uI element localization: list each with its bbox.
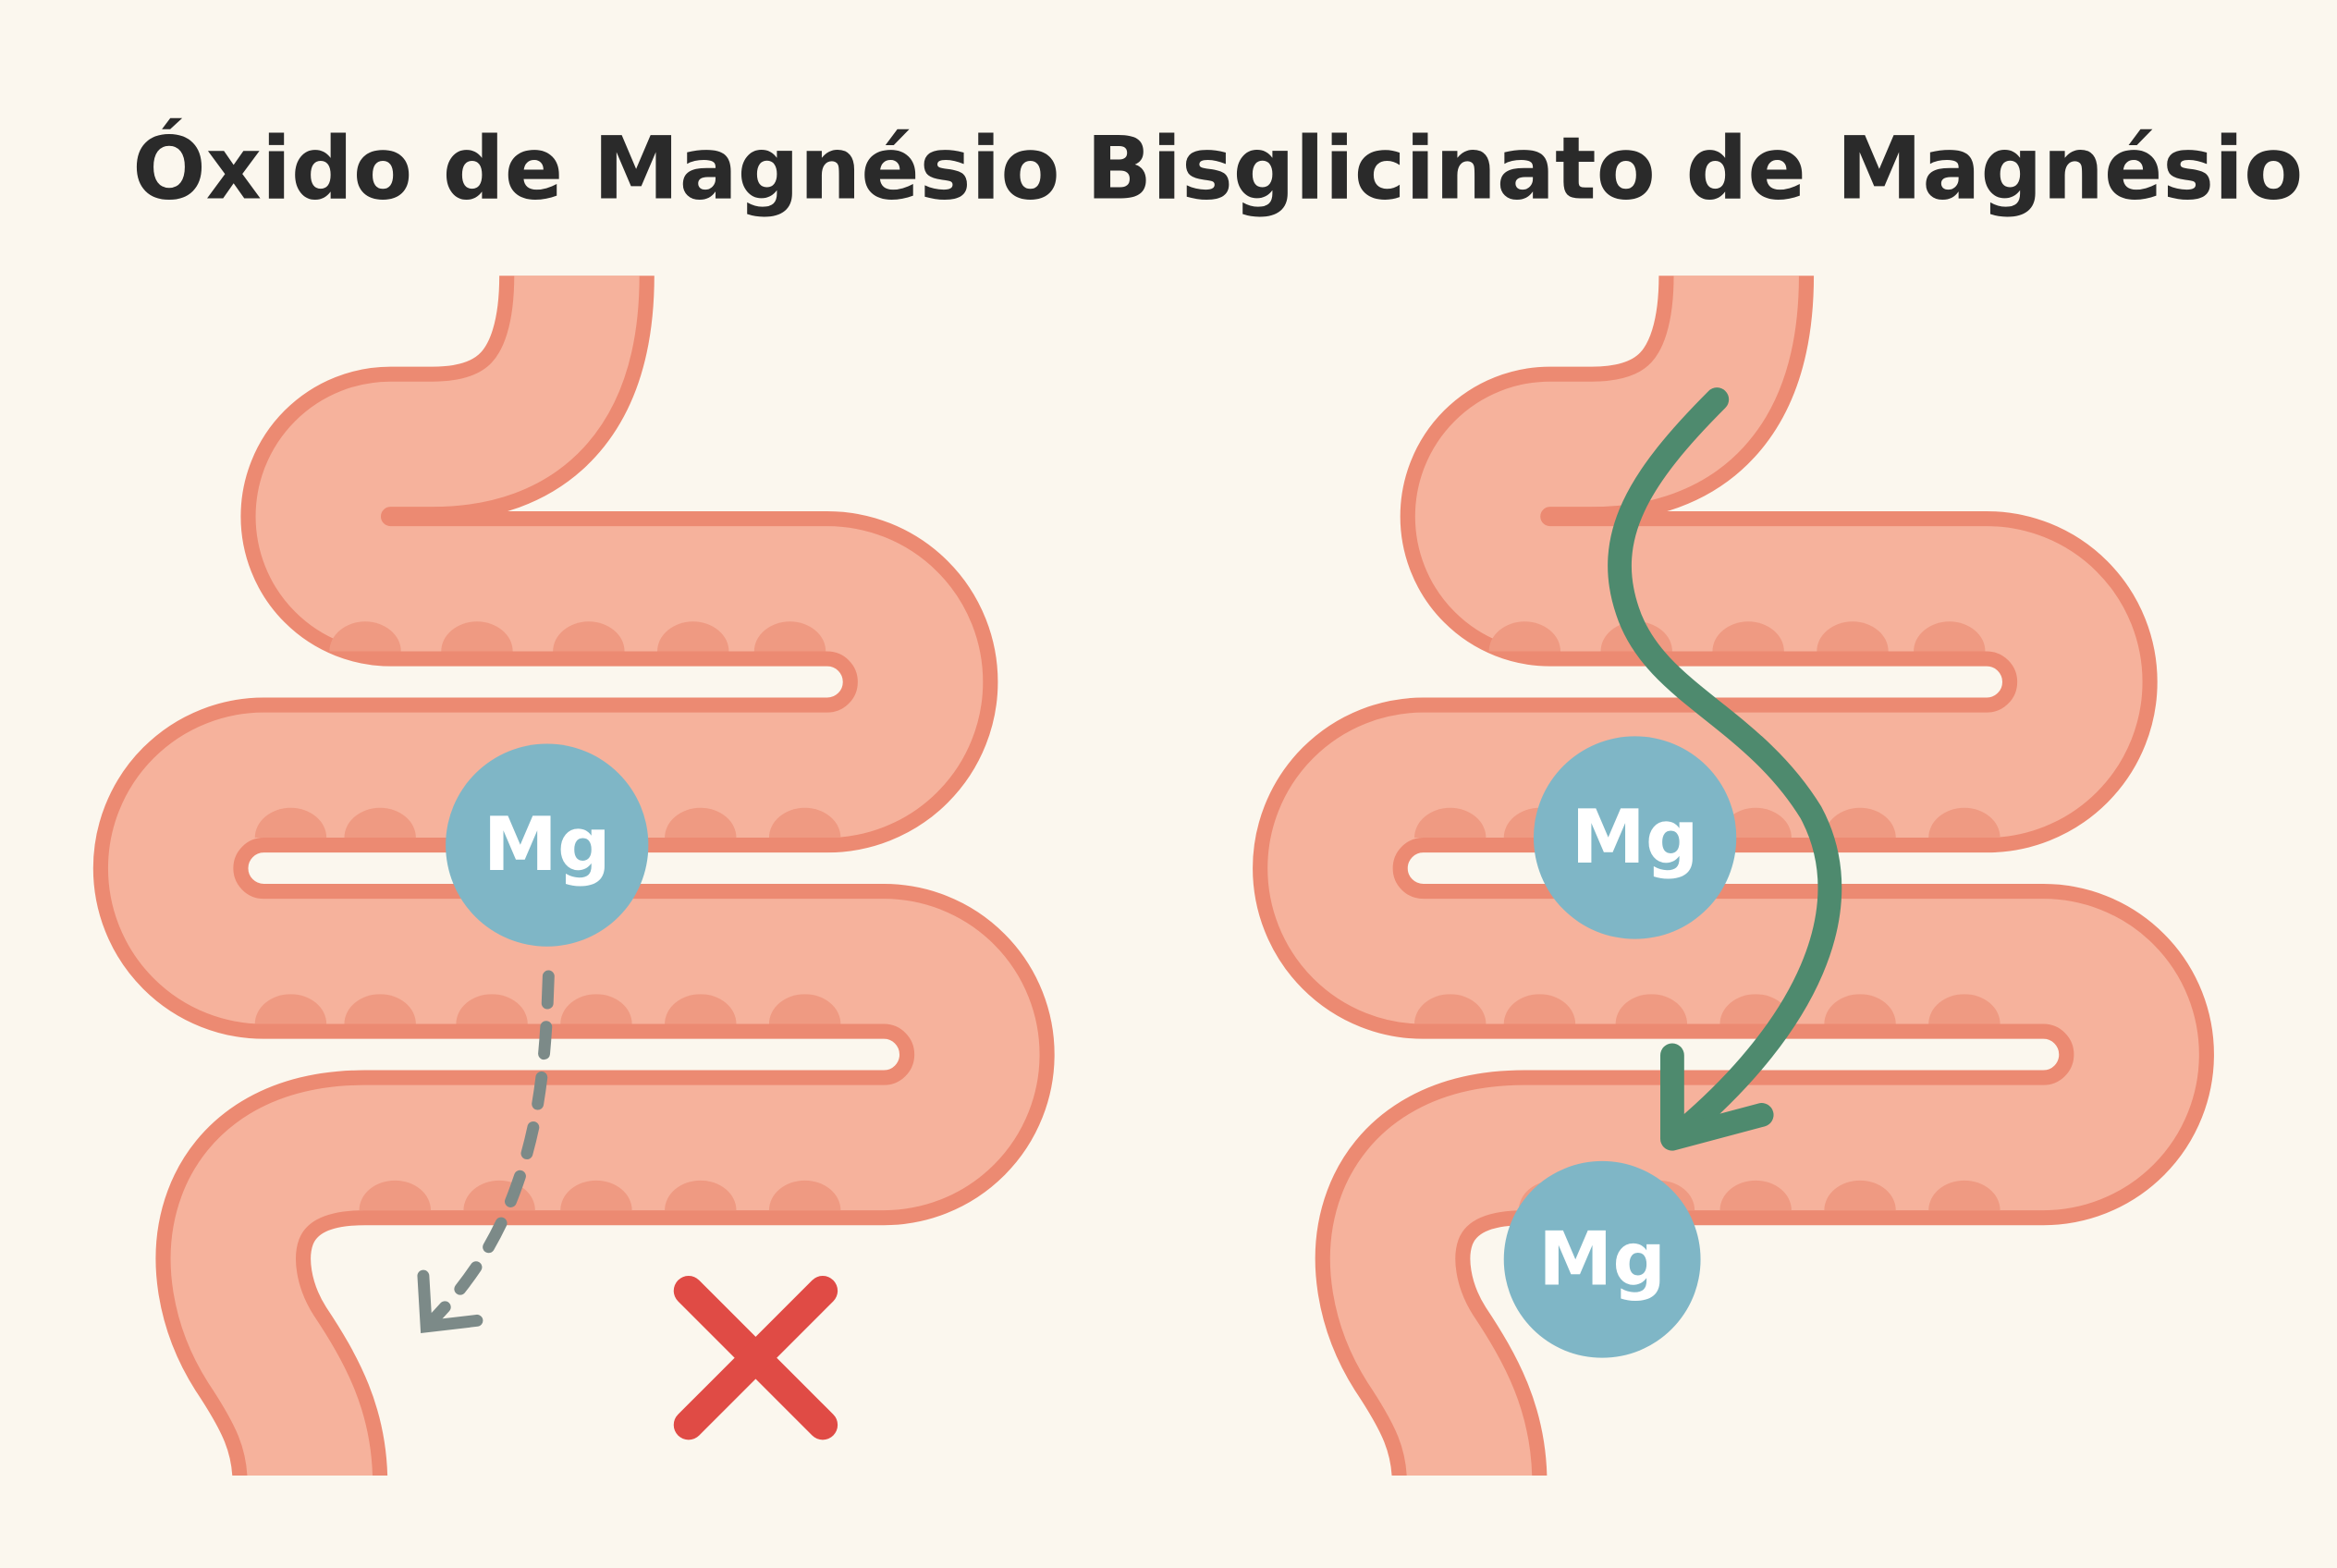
svg-text:Mg: Mg	[1538, 1216, 1666, 1303]
absorbed-magnesium-molecule: Mg	[1503, 1160, 1701, 1358]
panel-oxide: Óxido de Magnésio Mg	[132, 117, 1060, 1483]
panel-title: Bisglicinato de Magnésio	[1086, 118, 2304, 219]
panel-bisglycinate: Bisglicinato de Magnésio Mg Mg	[1086, 118, 2304, 1483]
magnesium-molecule: Mg	[446, 743, 649, 947]
svg-text:Mg: Mg	[483, 802, 611, 888]
panel-title: Óxido de Magnésio	[132, 117, 1059, 219]
absorption-arrow-icon	[1608, 387, 1842, 1151]
x-mark-icon	[673, 1276, 838, 1440]
magnesium-molecule: Mg	[1533, 736, 1737, 939]
intestine-illustration	[1330, 276, 2136, 1483]
dashed-arrow-icon	[417, 970, 555, 1334]
svg-text:Mg: Mg	[1572, 794, 1699, 881]
